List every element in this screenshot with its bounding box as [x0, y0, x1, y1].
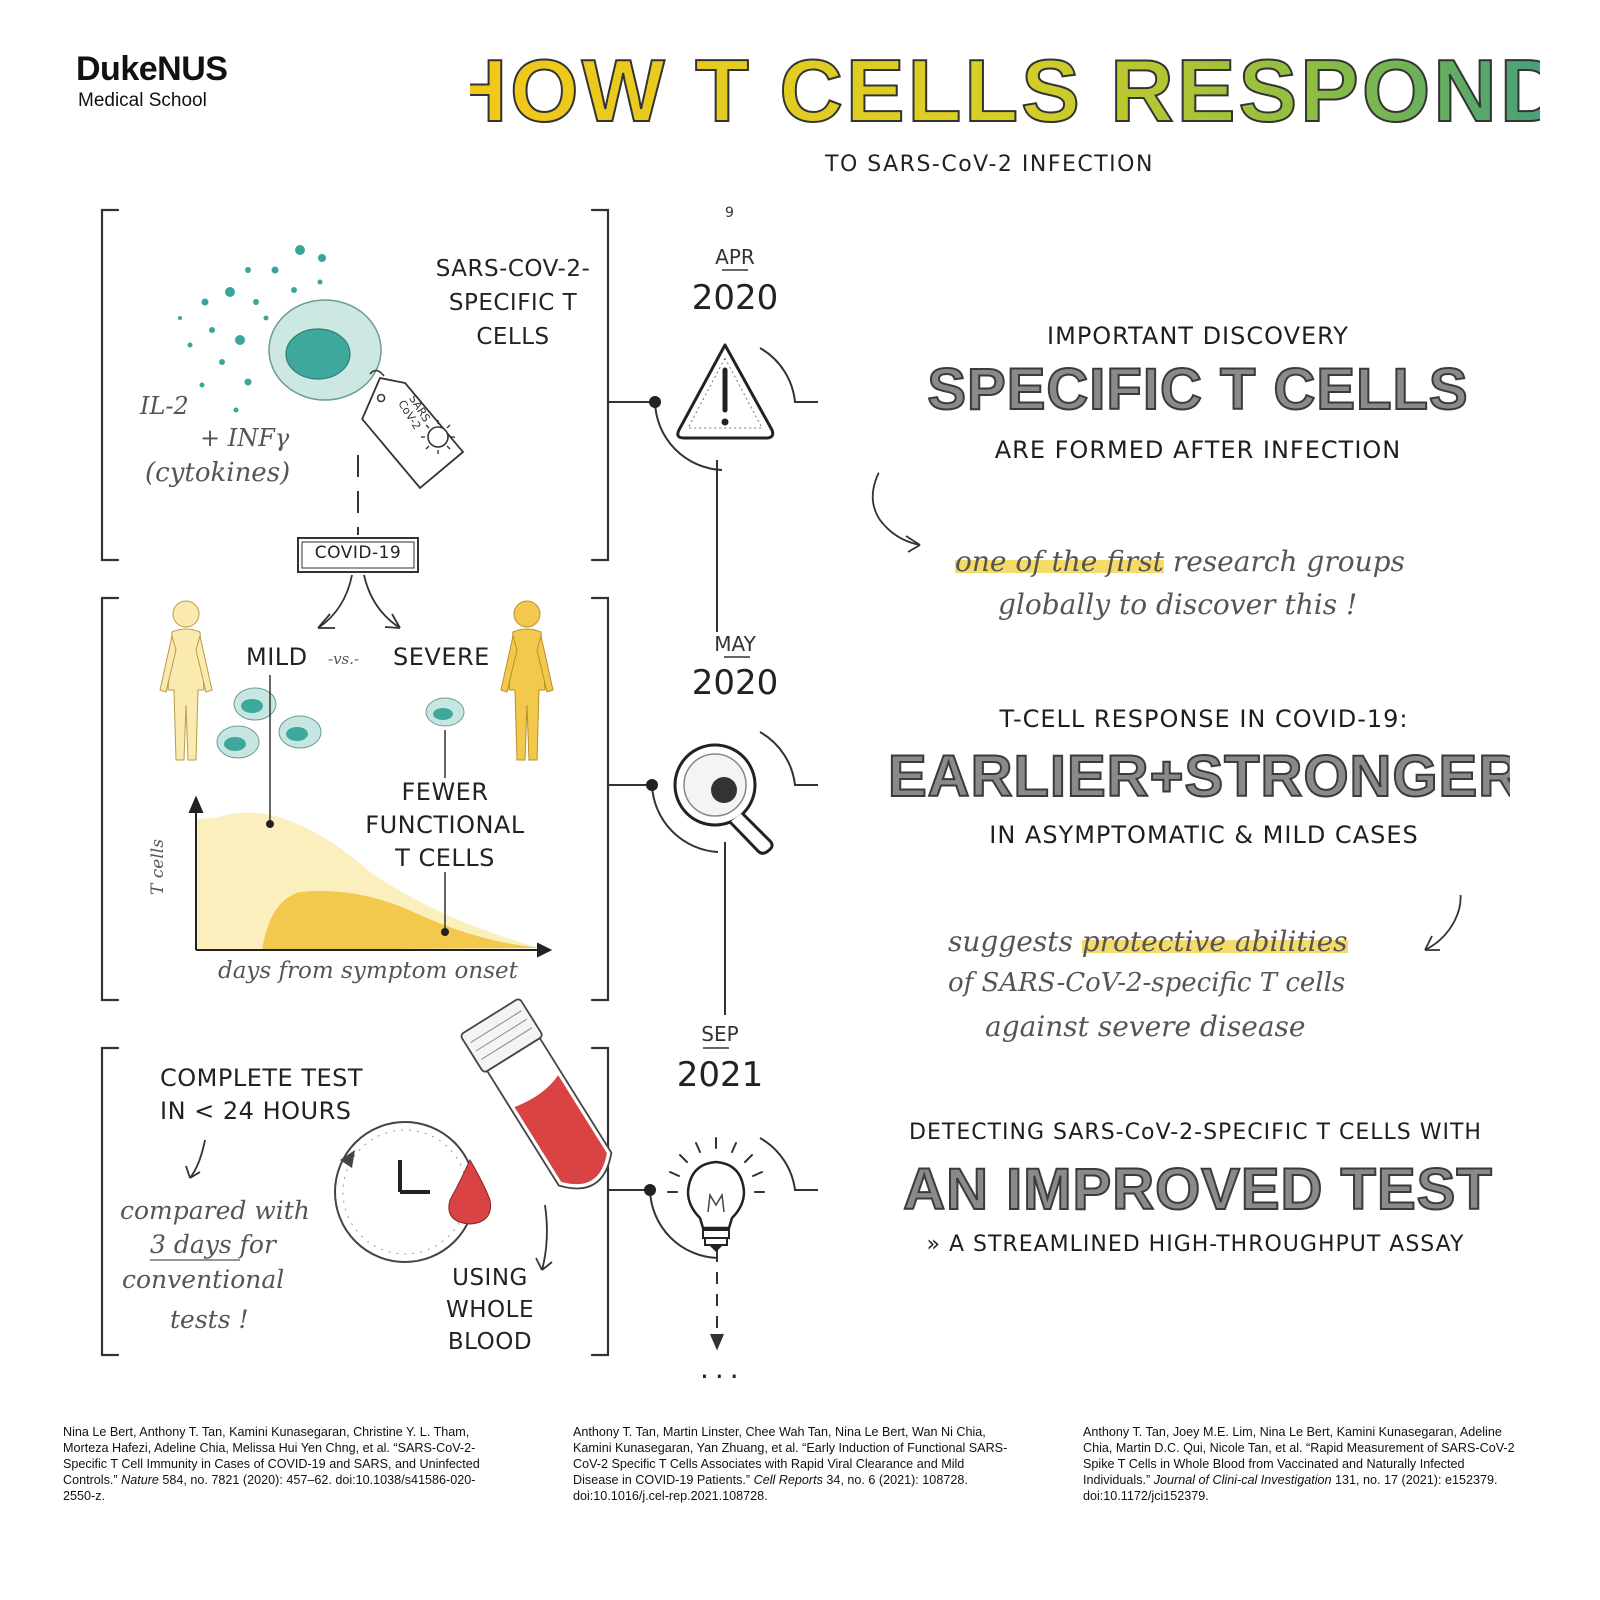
note-second-line: suggests protective abilities: [948, 925, 1348, 958]
date-year-1: 2020: [691, 278, 779, 318]
date-month-2: MAY: [714, 632, 756, 656]
mild-figure: [159, 600, 213, 761]
card-discovery-bottom: ARE FORMED AFTER INFECTION: [994, 436, 1402, 464]
date-month-3: SEP: [701, 1022, 739, 1046]
chart-y-axis-label: T cells: [148, 839, 168, 895]
note-first-line2: globally to discover this !: [998, 588, 1358, 621]
card-discovery: IMPORTANT DISCOVERY SPECIFIC T CELLS ARE…: [818, 290, 1498, 505]
covid-19-box: COVID-19: [314, 543, 402, 563]
chart-x-axis-label: days from symptom onset: [218, 958, 518, 984]
note-first-line: one of the first research groups: [955, 545, 1405, 578]
note-second-highlight: protective abilities: [1081, 925, 1348, 958]
blood-drop-icon: [448, 1158, 492, 1225]
complete-test-label: COMPLETE TEST IN < 24 HOURS: [160, 1064, 364, 1125]
fewer-functional-label: FEWER FUNCTIONAL T CELLS: [365, 778, 525, 872]
card-test-bottom: » A STREAMLINED HIGH-THROUGHPUT ASSAY: [926, 1232, 1465, 1257]
card-discovery-title: SPECIFIC T CELLS: [926, 356, 1469, 423]
cytokine-dots: [178, 245, 326, 413]
note-first-rest: research groups: [1172, 545, 1405, 578]
warning-icon: [676, 343, 775, 440]
specific-t-cells-label: SARS-CoV-2-SPECIFIC T CELLS: [435, 256, 591, 350]
vs-label: -vs.-: [328, 650, 360, 668]
reference-1: Nina Le Bert, Anthony T. Tan, Kamini Kun…: [63, 1425, 480, 1503]
page-title: HOW T CELLS RESPOND: [470, 40, 1540, 141]
cytokine-infg: + INFγ: [200, 424, 290, 452]
compared-line-4: tests !: [170, 1305, 249, 1334]
page-subtitle: TO SARS-CoV-2 INFECTION: [825, 152, 1154, 177]
card-response-title: EARLIER+STRONGER: [887, 743, 1522, 810]
card-test-top: DETECTING SARS-CoV-2-SPECIFIC T CELLS WI…: [909, 1120, 1482, 1145]
lightbulb-icon: [667, 1137, 765, 1252]
clock-icon: [334, 1121, 476, 1263]
card-discovery-top: IMPORTANT DISCOVERY: [1047, 322, 1349, 350]
test-tube-icon: [460, 998, 613, 1190]
card-test: DETECTING SARS-CoV-2-SPECIFIC T CELLS WI…: [818, 1072, 1498, 1306]
severe-label: SEVERE: [393, 643, 490, 671]
card-test-title: AN IMPROVED TEST: [902, 1156, 1493, 1223]
card-response: T-CELL RESPONSE IN COVID-19: EARLIER+STR…: [818, 673, 1510, 895]
reference-3: Anthony T. Tan, Joey M.E. Lim, Nina Le B…: [1083, 1425, 1515, 1503]
cytokines-label: (cytokines): [145, 458, 291, 488]
compared-line-3: conventional: [122, 1265, 285, 1294]
magnifier-icon: [673, 743, 774, 855]
whole-blood-label: USING WHOLE BLOOD: [446, 1265, 534, 1355]
note-first-highlight: one of the first: [955, 545, 1164, 578]
date-year-3: 2021: [676, 1055, 764, 1095]
logo: DukeNUS: [76, 50, 228, 88]
card-response-top: T-CELL RESPONSE IN COVID-19:: [999, 705, 1409, 733]
note-second-line3: against severe disease: [985, 1010, 1306, 1043]
date-day-1: 9: [725, 205, 734, 221]
compared-line-1: compared with: [120, 1196, 310, 1225]
reference-2: Anthony T. Tan, Martin Linster, Chee Wah…: [573, 1425, 1008, 1503]
mild-label: MILD: [246, 643, 308, 671]
timeline-continues: ...: [700, 1352, 745, 1385]
logo-subtitle: Medical School: [78, 90, 207, 111]
note-second-pre: suggests: [948, 925, 1073, 958]
date-month-1: APR: [715, 245, 755, 269]
card-response-bottom: IN ASYMPTOMATIC & MILD CASES: [989, 821, 1419, 849]
date-year-2: 2020: [691, 663, 779, 703]
page-title-text: HOW T CELLS RESPOND: [470, 41, 1540, 140]
compared-line-2: 3 days for: [150, 1230, 276, 1259]
note-second-line2: of SARS-CoV-2-specific T cells: [948, 968, 1346, 998]
cytokine-il2: IL-2: [140, 392, 189, 420]
severe-figure: [500, 600, 554, 761]
